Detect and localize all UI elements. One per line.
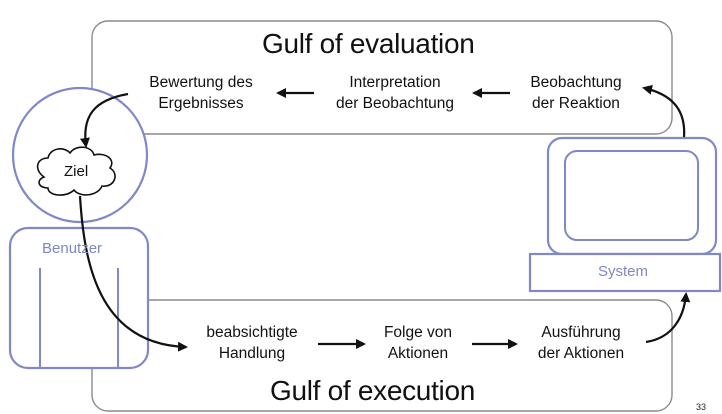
step-action-sequence: Folge von Aktionen bbox=[366, 322, 470, 364]
monitor-screen bbox=[564, 150, 699, 241]
step-intention: beabsichtigte Handlung bbox=[188, 322, 316, 364]
arrow-goal-to-intention bbox=[78, 195, 188, 352]
step-observation-line2: der Reaktion bbox=[532, 95, 620, 112]
step-intention-line2: Handlung bbox=[218, 345, 286, 362]
step-observation: Beobachtung der Reaktion bbox=[512, 72, 640, 114]
step-interpretation-line2: der Beobachtung bbox=[335, 95, 455, 112]
step-execution-line1: Ausführung bbox=[541, 324, 621, 341]
system-base bbox=[528, 252, 722, 293]
system-label: System bbox=[598, 263, 649, 280]
user-body bbox=[8, 226, 150, 370]
step-observation-line1: Beobachtung bbox=[530, 74, 622, 91]
user-label: Benutzer bbox=[42, 240, 103, 257]
arrow-system-to-observation bbox=[642, 84, 686, 138]
gulf-evaluation-title: Gulf of evaluation bbox=[262, 28, 475, 59]
page-number: 33 bbox=[696, 402, 707, 412]
arrow-execution-to-system bbox=[645, 292, 691, 344]
gulf-execution-title: Gulf of execution bbox=[270, 375, 476, 406]
step-execution-line2: der Aktionen bbox=[537, 345, 625, 362]
step-interpretation: Interpretation der Beobachtung bbox=[318, 72, 472, 114]
arrow-evaluation-to-goal bbox=[79, 92, 129, 148]
goal-cloud-icon bbox=[36, 146, 116, 196]
step-interpretation-line1: Interpretation bbox=[349, 74, 441, 91]
step-intention-line1: beabsichtigte bbox=[206, 324, 298, 341]
step-execution: Ausführung der Aktionen bbox=[518, 322, 644, 364]
gulf-evaluation-box bbox=[91, 20, 673, 135]
goal-label: Ziel bbox=[64, 163, 89, 180]
step-evaluation: Bewertung des Ergebnisses bbox=[128, 72, 274, 114]
step-action-sequence-line2: Aktionen bbox=[387, 345, 449, 362]
step-action-sequence-line1: Folge von bbox=[383, 324, 453, 341]
step-evaluation-line1: Bewertung des bbox=[149, 74, 253, 91]
step-evaluation-line2: Ergebnisses bbox=[158, 95, 244, 112]
